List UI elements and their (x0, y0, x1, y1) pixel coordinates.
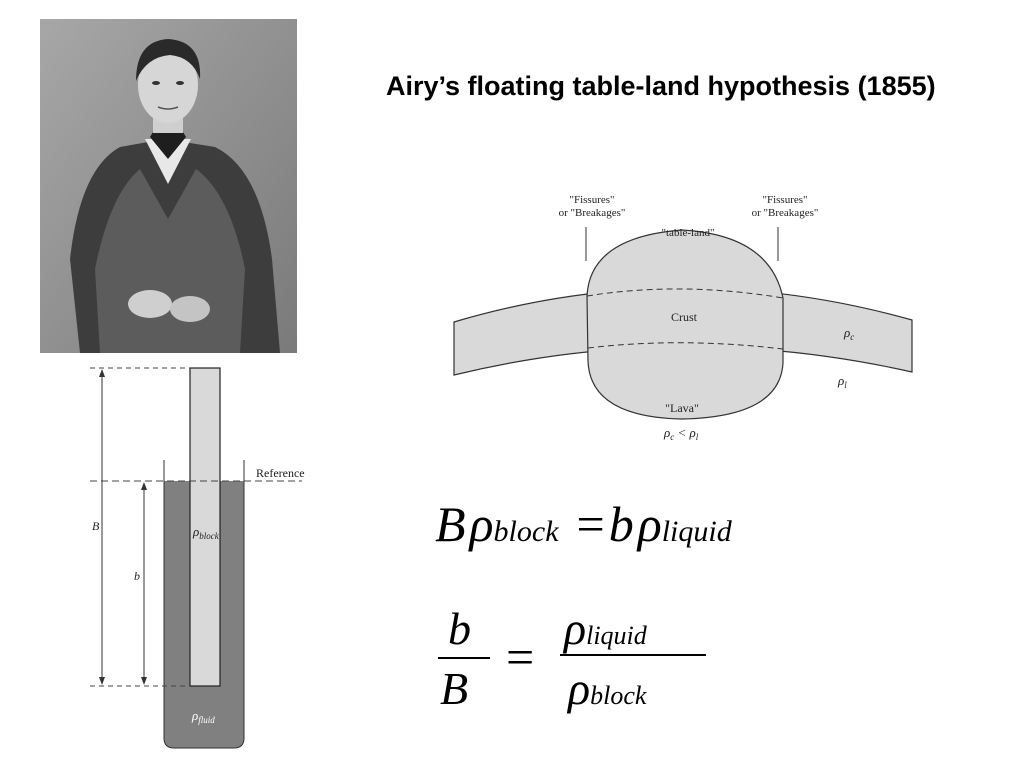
rho-fluid-label: ρfluid (191, 708, 215, 725)
eq1-equals: = (576, 496, 605, 552)
table-land-shape (586, 229, 784, 420)
crust-bottom-dashed (587, 342, 784, 350)
eq2-left-fraction-bar (438, 657, 490, 659)
fissures-left-label-1: "Fissures" (569, 194, 614, 206)
eq2-numerator-rho: ρliquid (564, 603, 647, 654)
rho-block-label: ρblock (192, 524, 220, 541)
reference-label: Reference (256, 466, 305, 480)
equation-balance: B ρblock = b ρliquid (435, 495, 732, 553)
crust-top-dashed (586, 288, 784, 299)
crust-label: Crust (671, 310, 698, 324)
eq2-denominator-B: B (440, 663, 469, 714)
fissures-right-label-2: or "Breakages" (752, 207, 819, 219)
container-outline (163, 460, 245, 749)
portrait-image (40, 19, 297, 353)
eq2-equals: = (506, 629, 535, 685)
tank-diagram: Reference B b ρblock ρfluid (90, 367, 305, 749)
portrait-drawing (40, 19, 297, 353)
b-arrow-bottom (141, 677, 147, 685)
eq1-sub-liquid: liquid (661, 515, 732, 548)
fissures-right-label-1: "Fissures" (762, 194, 807, 206)
rho-l-label: ρl (837, 373, 847, 390)
fissures-left-label-2: or "Breakages" (559, 207, 626, 219)
equation-ratio: b B = ρliquid ρblock (432, 602, 722, 722)
eq1-sub-block: block (493, 515, 559, 548)
eq1-b: b (608, 496, 634, 552)
floating-block (189, 367, 221, 687)
B-arrow-bottom (99, 677, 105, 685)
slide-title: Airy’s floating table-land hypothesis (1… (386, 71, 936, 101)
eq2-numerator-b: b (448, 603, 471, 654)
eq1-rho-block: ρ (469, 496, 494, 552)
density-relation-label: ρc < ρl (663, 425, 699, 442)
b-label: b (134, 569, 140, 583)
crust-diagram: "Fissures" or "Breakages" "Fissures" or … (453, 194, 913, 442)
rho-c-label: ρc (843, 325, 854, 342)
lava-label: "Lava" (665, 401, 699, 415)
eq2-right-fraction-bar (560, 654, 706, 656)
b-arrow-top (141, 482, 147, 490)
table-land-label: "table-land" (662, 227, 715, 239)
B-label: B (92, 519, 100, 533)
eq2-denominator-rho: ρblock (568, 663, 647, 714)
eq1-rho-liquid: ρ (637, 496, 662, 552)
eq1-B: B (435, 496, 466, 552)
B-arrow-top (99, 369, 105, 377)
